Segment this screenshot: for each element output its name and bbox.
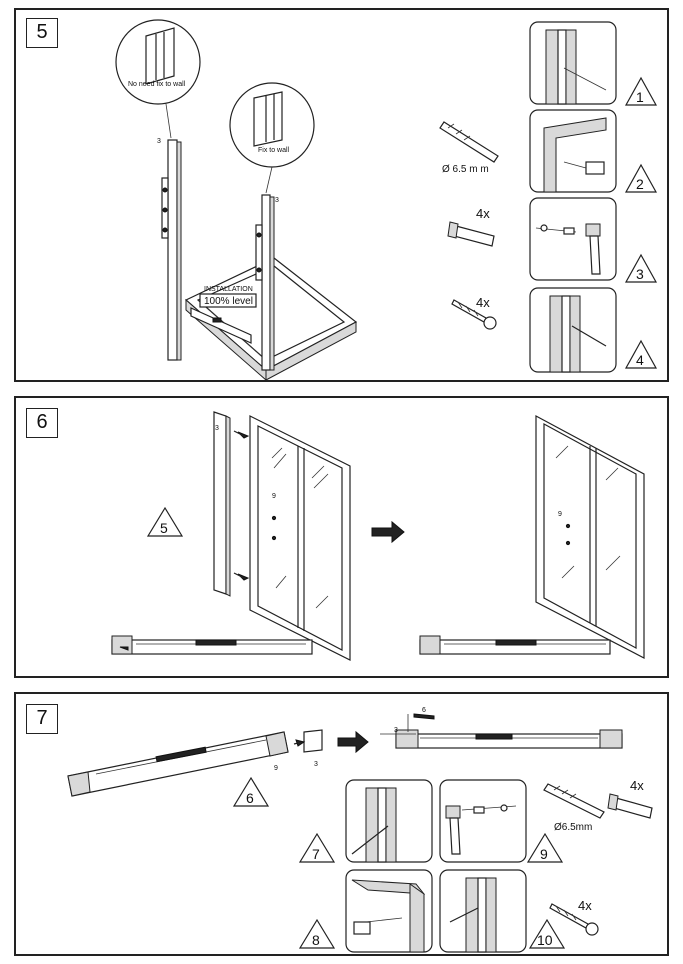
- profile-label: 3: [215, 425, 219, 432]
- profile-label-left: 3: [157, 138, 161, 145]
- step-number-badge: 7: [26, 704, 58, 734]
- svg-text:2: 2: [636, 176, 644, 192]
- substep-10-marker: 10: [528, 918, 566, 949]
- right-wall-profile: [255, 194, 275, 371]
- next-arrow: [337, 730, 369, 754]
- svg-text:10: 10: [537, 932, 553, 948]
- installation-label: INSTALLATION: [204, 286, 253, 293]
- screw-quantity: 4x: [578, 898, 592, 913]
- callout-fix-text: Fix to wall: [258, 147, 290, 154]
- drill-bit: [543, 783, 605, 819]
- substep-2-image: [529, 109, 617, 193]
- label-9: 9: [274, 765, 278, 772]
- wall-anchor: [447, 221, 495, 247]
- drill-bit: [439, 121, 499, 163]
- label-3: 3: [314, 761, 318, 768]
- screw: [451, 299, 497, 330]
- callout-no-fix: [115, 19, 201, 139]
- substep-10-image: [439, 869, 527, 953]
- left-wall-profile: [161, 139, 182, 361]
- door-assembly-left: [249, 415, 351, 661]
- reference-marker-5: 5: [146, 506, 184, 537]
- screw: [549, 903, 599, 936]
- profile-label-right: 3: [275, 197, 279, 204]
- loose-wall-profile: [213, 411, 231, 597]
- label-3b: 3: [394, 727, 398, 734]
- bottom-track-left: [111, 635, 313, 655]
- step-6-illustration: 3 5 9: [111, 411, 645, 661]
- substep-9-image: [439, 779, 527, 863]
- svg-text:6: 6: [246, 790, 254, 806]
- substep-9-marker: 9: [526, 832, 564, 863]
- panel-label-right: 9: [558, 511, 562, 518]
- substep-3-marker: 3: [624, 253, 658, 283]
- substep-4-marker: 4: [624, 339, 658, 369]
- insert-arrows: [233, 430, 250, 581]
- substep-8-marker: 8: [298, 918, 336, 949]
- substep-4-image: [529, 287, 617, 373]
- panel-label-left: 9: [272, 493, 276, 500]
- svg-text:7: 7: [312, 846, 320, 862]
- screw-quantity: 4x: [476, 295, 490, 310]
- step-6-panel: 6 3 5: [14, 396, 669, 678]
- level-label: 100% level: [204, 296, 253, 307]
- reference-marker-6: 6: [232, 776, 270, 807]
- step-7-illustration: 9 3 6 3 6: [67, 707, 653, 953]
- svg-text:3: 3: [636, 266, 644, 282]
- level-tool: [190, 307, 252, 344]
- step-number-badge: 5: [26, 18, 58, 48]
- label-6: 6: [422, 707, 426, 714]
- step-number-badge: 6: [26, 408, 58, 438]
- callout-no-fix-text: No need fix to wall: [128, 81, 186, 88]
- callout-fix: [229, 82, 315, 194]
- step-5-illustration: 3 3 No need fix to wall Fix to wall: [115, 19, 658, 382]
- svg-text:4: 4: [636, 352, 644, 368]
- svg-text:1: 1: [636, 89, 644, 105]
- wall-anchor: [607, 793, 653, 819]
- assembled-track: [380, 713, 623, 749]
- end-cap: [293, 729, 323, 753]
- substep-7-marker: 7: [298, 832, 336, 863]
- step-7-panel: 7 9 3 6: [14, 692, 669, 956]
- next-arrow: [371, 520, 405, 544]
- substep-8-image: [345, 869, 433, 953]
- anchor-quantity: 4x: [476, 206, 490, 221]
- bottom-track-assembly: [67, 731, 289, 797]
- anchor-quantity: 4x: [630, 778, 644, 793]
- substep-2-marker: 2: [624, 163, 658, 193]
- drill-size-label: Ø6.5mm: [554, 822, 592, 833]
- svg-text:9: 9: [540, 846, 548, 862]
- svg-text:5: 5: [160, 520, 168, 536]
- bottom-track-right: [419, 635, 611, 655]
- substep-7-image: [345, 779, 433, 863]
- substep-1-image: [529, 21, 617, 105]
- substep-3-image: [529, 197, 617, 281]
- door-assembly-right: [535, 414, 645, 659]
- substep-1-marker: 1: [624, 76, 658, 106]
- step-5-panel: 5 3: [14, 8, 669, 382]
- drill-size-label: Ø 6.5 m m: [442, 164, 489, 175]
- svg-text:8: 8: [312, 932, 320, 948]
